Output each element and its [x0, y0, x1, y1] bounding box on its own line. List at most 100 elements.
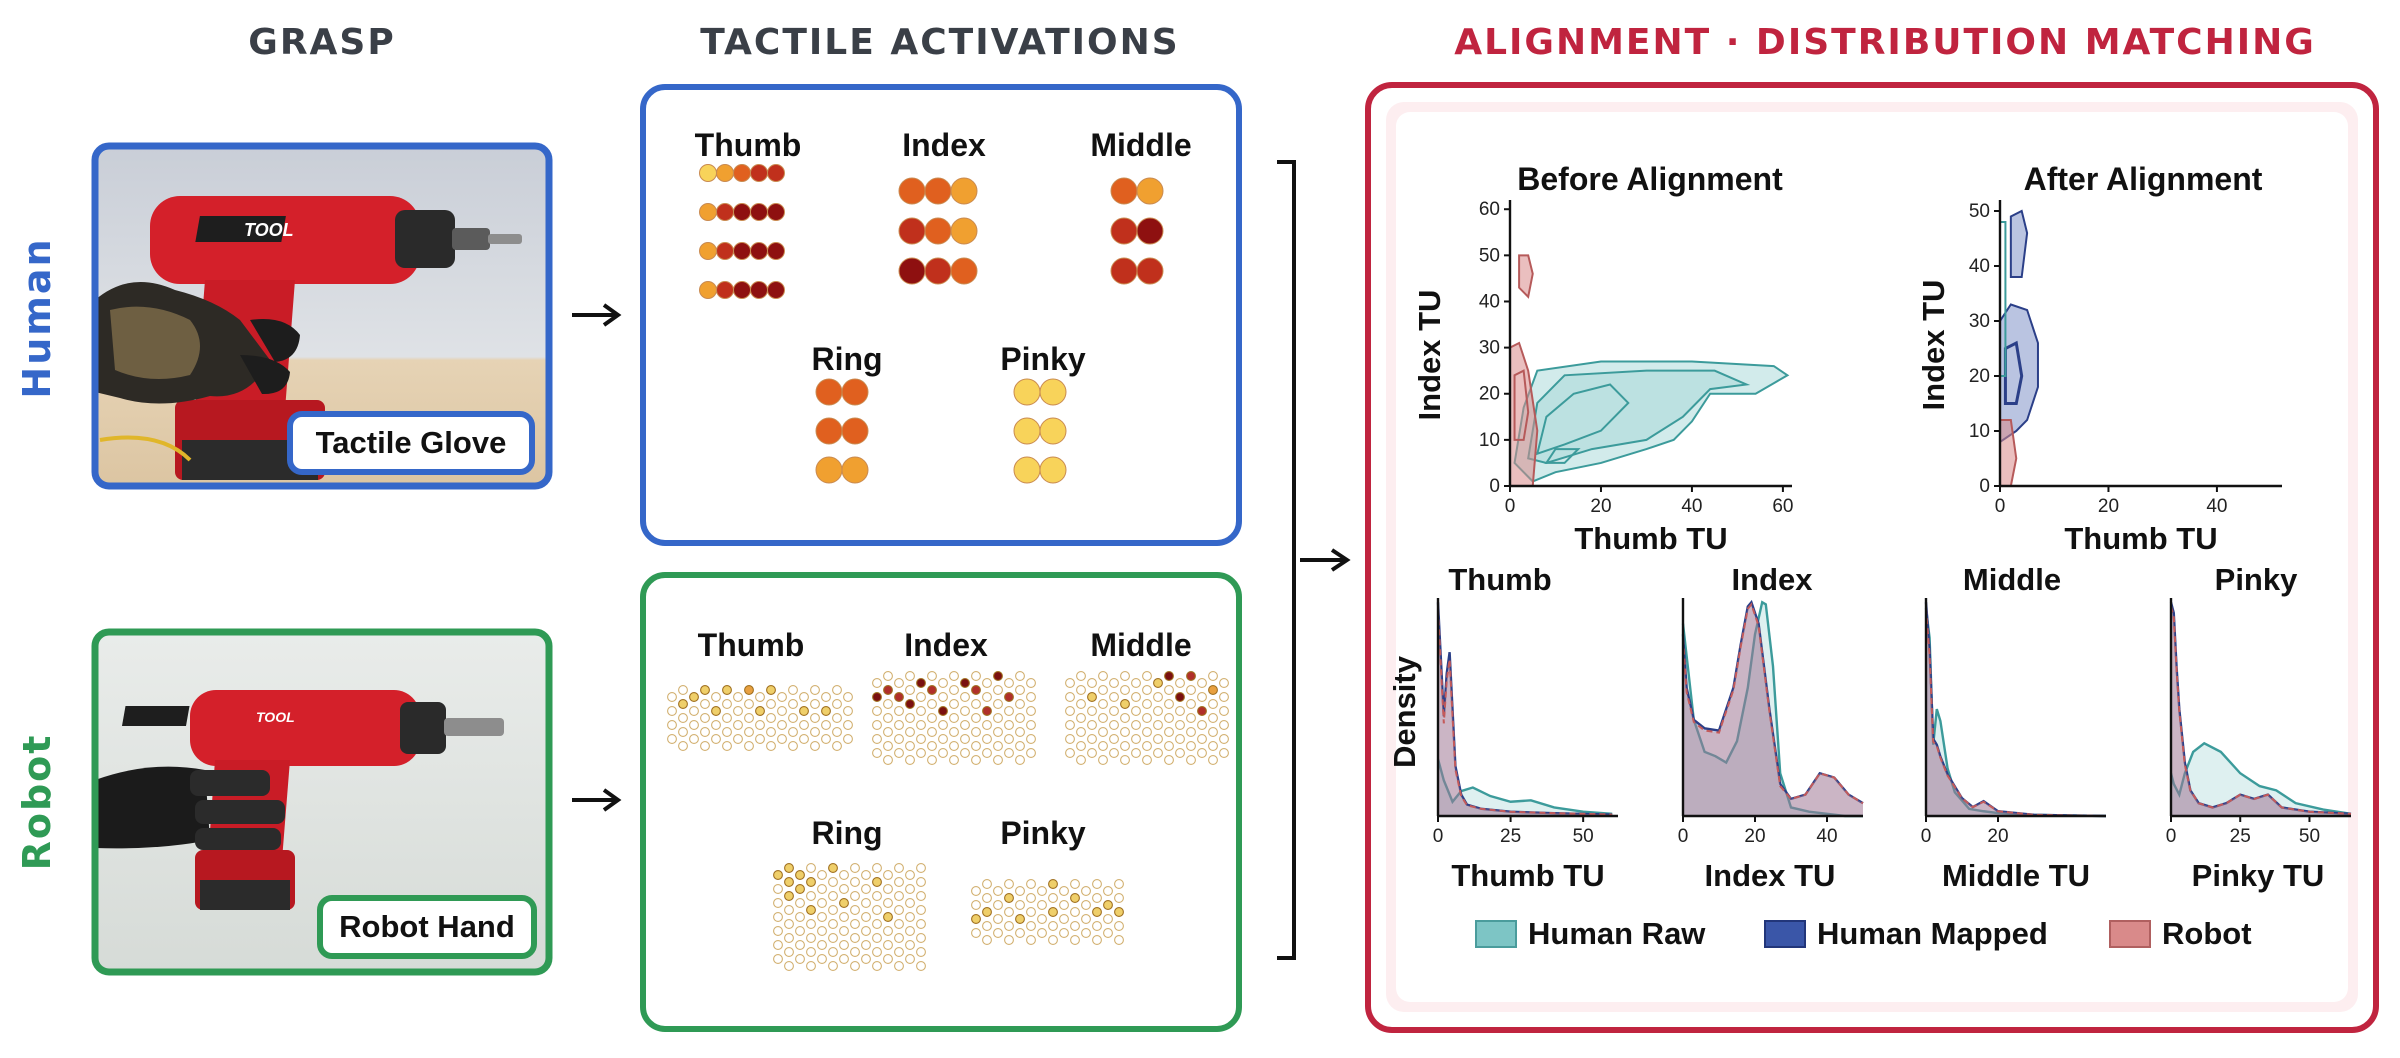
robot-sensor-dot — [744, 727, 754, 737]
robot-sensor-dot — [1153, 706, 1163, 716]
robot-sensor-dot — [843, 706, 853, 716]
robot-sensor-dot — [1059, 928, 1069, 938]
robot-sensor-dot — [828, 891, 838, 901]
robot-tactile-activations: Thumb Index Middle Ring Pinky — [667, 627, 1229, 971]
robot-sensor-dot — [894, 734, 904, 744]
robot-sensor-dot — [916, 877, 926, 887]
y-axis-label: Index TU — [1916, 280, 1951, 411]
robot-sensor-dot — [1037, 914, 1047, 924]
human-photo-panel: TOOL Tactile Glove — [91, 142, 553, 490]
robot-sensor-dot — [1142, 741, 1152, 751]
robot-sensor-dot — [773, 926, 783, 936]
robot-sensor-dot — [894, 748, 904, 758]
density-area-robot — [1683, 604, 1863, 816]
robot-sensor-dot — [861, 870, 871, 880]
robot-sensor-dot — [810, 741, 820, 751]
human-sensor-dot — [750, 164, 768, 182]
robot-sensor-dot — [1004, 706, 1014, 716]
human-sensor-dot — [1136, 257, 1164, 285]
robot-sensor-dot — [872, 720, 882, 730]
robot-sensor-dot — [872, 933, 882, 943]
density-area-human-raw — [1438, 759, 1613, 816]
robot-sensor-dot — [1081, 900, 1091, 910]
robot-sensor-dot — [883, 685, 893, 695]
robot-sensor-dot — [938, 720, 948, 730]
robot-sensor-dot — [1070, 907, 1080, 917]
robot-sensor-dot — [678, 699, 688, 709]
x-tick-label: 25 — [2230, 826, 2251, 847]
robot-sensor-dot — [1208, 685, 1218, 695]
row-label-robot: Robot — [15, 734, 59, 871]
robot-sensor-dot — [993, 685, 1003, 695]
human-sensor-dot — [841, 378, 869, 406]
robot-sensor-dot — [1186, 699, 1196, 709]
robot-sensor-dot — [971, 914, 981, 924]
robot-sensor-dot — [982, 692, 992, 702]
robot-sensor-dot — [1059, 914, 1069, 924]
robot-sensor-dot — [1131, 748, 1141, 758]
robot-sensor-dot — [1131, 720, 1141, 730]
robot-sensor-dot — [1015, 914, 1025, 924]
robot-sensor-dot — [806, 947, 816, 957]
robot-sensor-dot — [1065, 720, 1075, 730]
robot-sensor-dot — [971, 755, 981, 765]
robot-sensor-dot — [1004, 692, 1014, 702]
robot-sensor-dot — [1015, 671, 1025, 681]
robot-sensor-dot — [1142, 671, 1152, 681]
robot-finger-label-middle: Middle — [1090, 627, 1191, 663]
alignment-header: ALIGNMENT · DISTRIBUTION MATCHING — [1454, 22, 2316, 63]
robot-sensor-dot — [784, 947, 794, 957]
robot-sensor-dot — [1120, 699, 1130, 709]
robot-sensor-dot — [839, 954, 849, 964]
y-tick-label: 20 — [1969, 366, 1990, 387]
robot-sensor-dots — [667, 671, 1229, 971]
robot-sensor-dot — [927, 699, 937, 709]
robot-sensor-dot — [905, 699, 915, 709]
robot-sensor-dot — [883, 671, 893, 681]
robot-sensor-dot — [971, 685, 981, 695]
density-area-human-mapped — [1926, 602, 2106, 816]
robot-sensor-dot — [1081, 928, 1091, 938]
robot-sensor-dot — [1153, 678, 1163, 688]
robot-sensor-dot — [872, 905, 882, 915]
robot-sensor-dot — [1048, 893, 1058, 903]
human-sensor-dot — [750, 281, 768, 299]
human-sensor-dot — [898, 177, 926, 205]
robot-sensor-dot — [817, 954, 827, 964]
chart-title: Middle — [1963, 562, 2061, 597]
robot-sensor-dot — [1026, 692, 1036, 702]
robot-sensor-dot — [916, 748, 926, 758]
robot-sensor-dot — [1114, 879, 1124, 889]
human-sensor-dot — [733, 242, 751, 260]
robot-sensor-dot — [733, 706, 743, 716]
robot-sensor-dot — [1015, 727, 1025, 737]
human-sensor-dot — [1039, 417, 1067, 445]
robot-sensor-dot — [1109, 706, 1119, 716]
robot-sensor-dot — [722, 685, 732, 695]
robot-sensor-dot — [678, 713, 688, 723]
robot-sensor-dot — [1098, 671, 1108, 681]
robot-sensor-dot — [784, 933, 794, 943]
robot-sensor-dot — [773, 912, 783, 922]
robot-sensor-dot — [839, 912, 849, 922]
robot-sensor-dot — [949, 699, 959, 709]
legend-label-human-mapped: Human Mapped — [1817, 916, 2048, 951]
robot-sensor-dot — [872, 678, 882, 688]
chart-title: Before Alignment — [1517, 161, 1783, 197]
robot-sensor-dot — [894, 692, 904, 702]
chart-title: After Alignment — [2024, 161, 2263, 197]
robot-sensor-dot — [1175, 692, 1185, 702]
robot-sensor-dot — [982, 678, 992, 688]
robot-sensor-dot — [1120, 671, 1130, 681]
robot-sensor-dot — [1131, 692, 1141, 702]
robot-sensor-dot — [788, 713, 798, 723]
human-sensor-dot — [716, 164, 734, 182]
robot-sensor-dot — [905, 898, 915, 908]
robot-sensor-dot — [1092, 935, 1102, 945]
robot-sensor-dot — [700, 727, 710, 737]
robot-sensor-dot — [905, 685, 915, 695]
robot-sensor-dot — [883, 898, 893, 908]
robot-sensor-dot — [1186, 713, 1196, 723]
robot-sensor-dot — [810, 713, 820, 723]
